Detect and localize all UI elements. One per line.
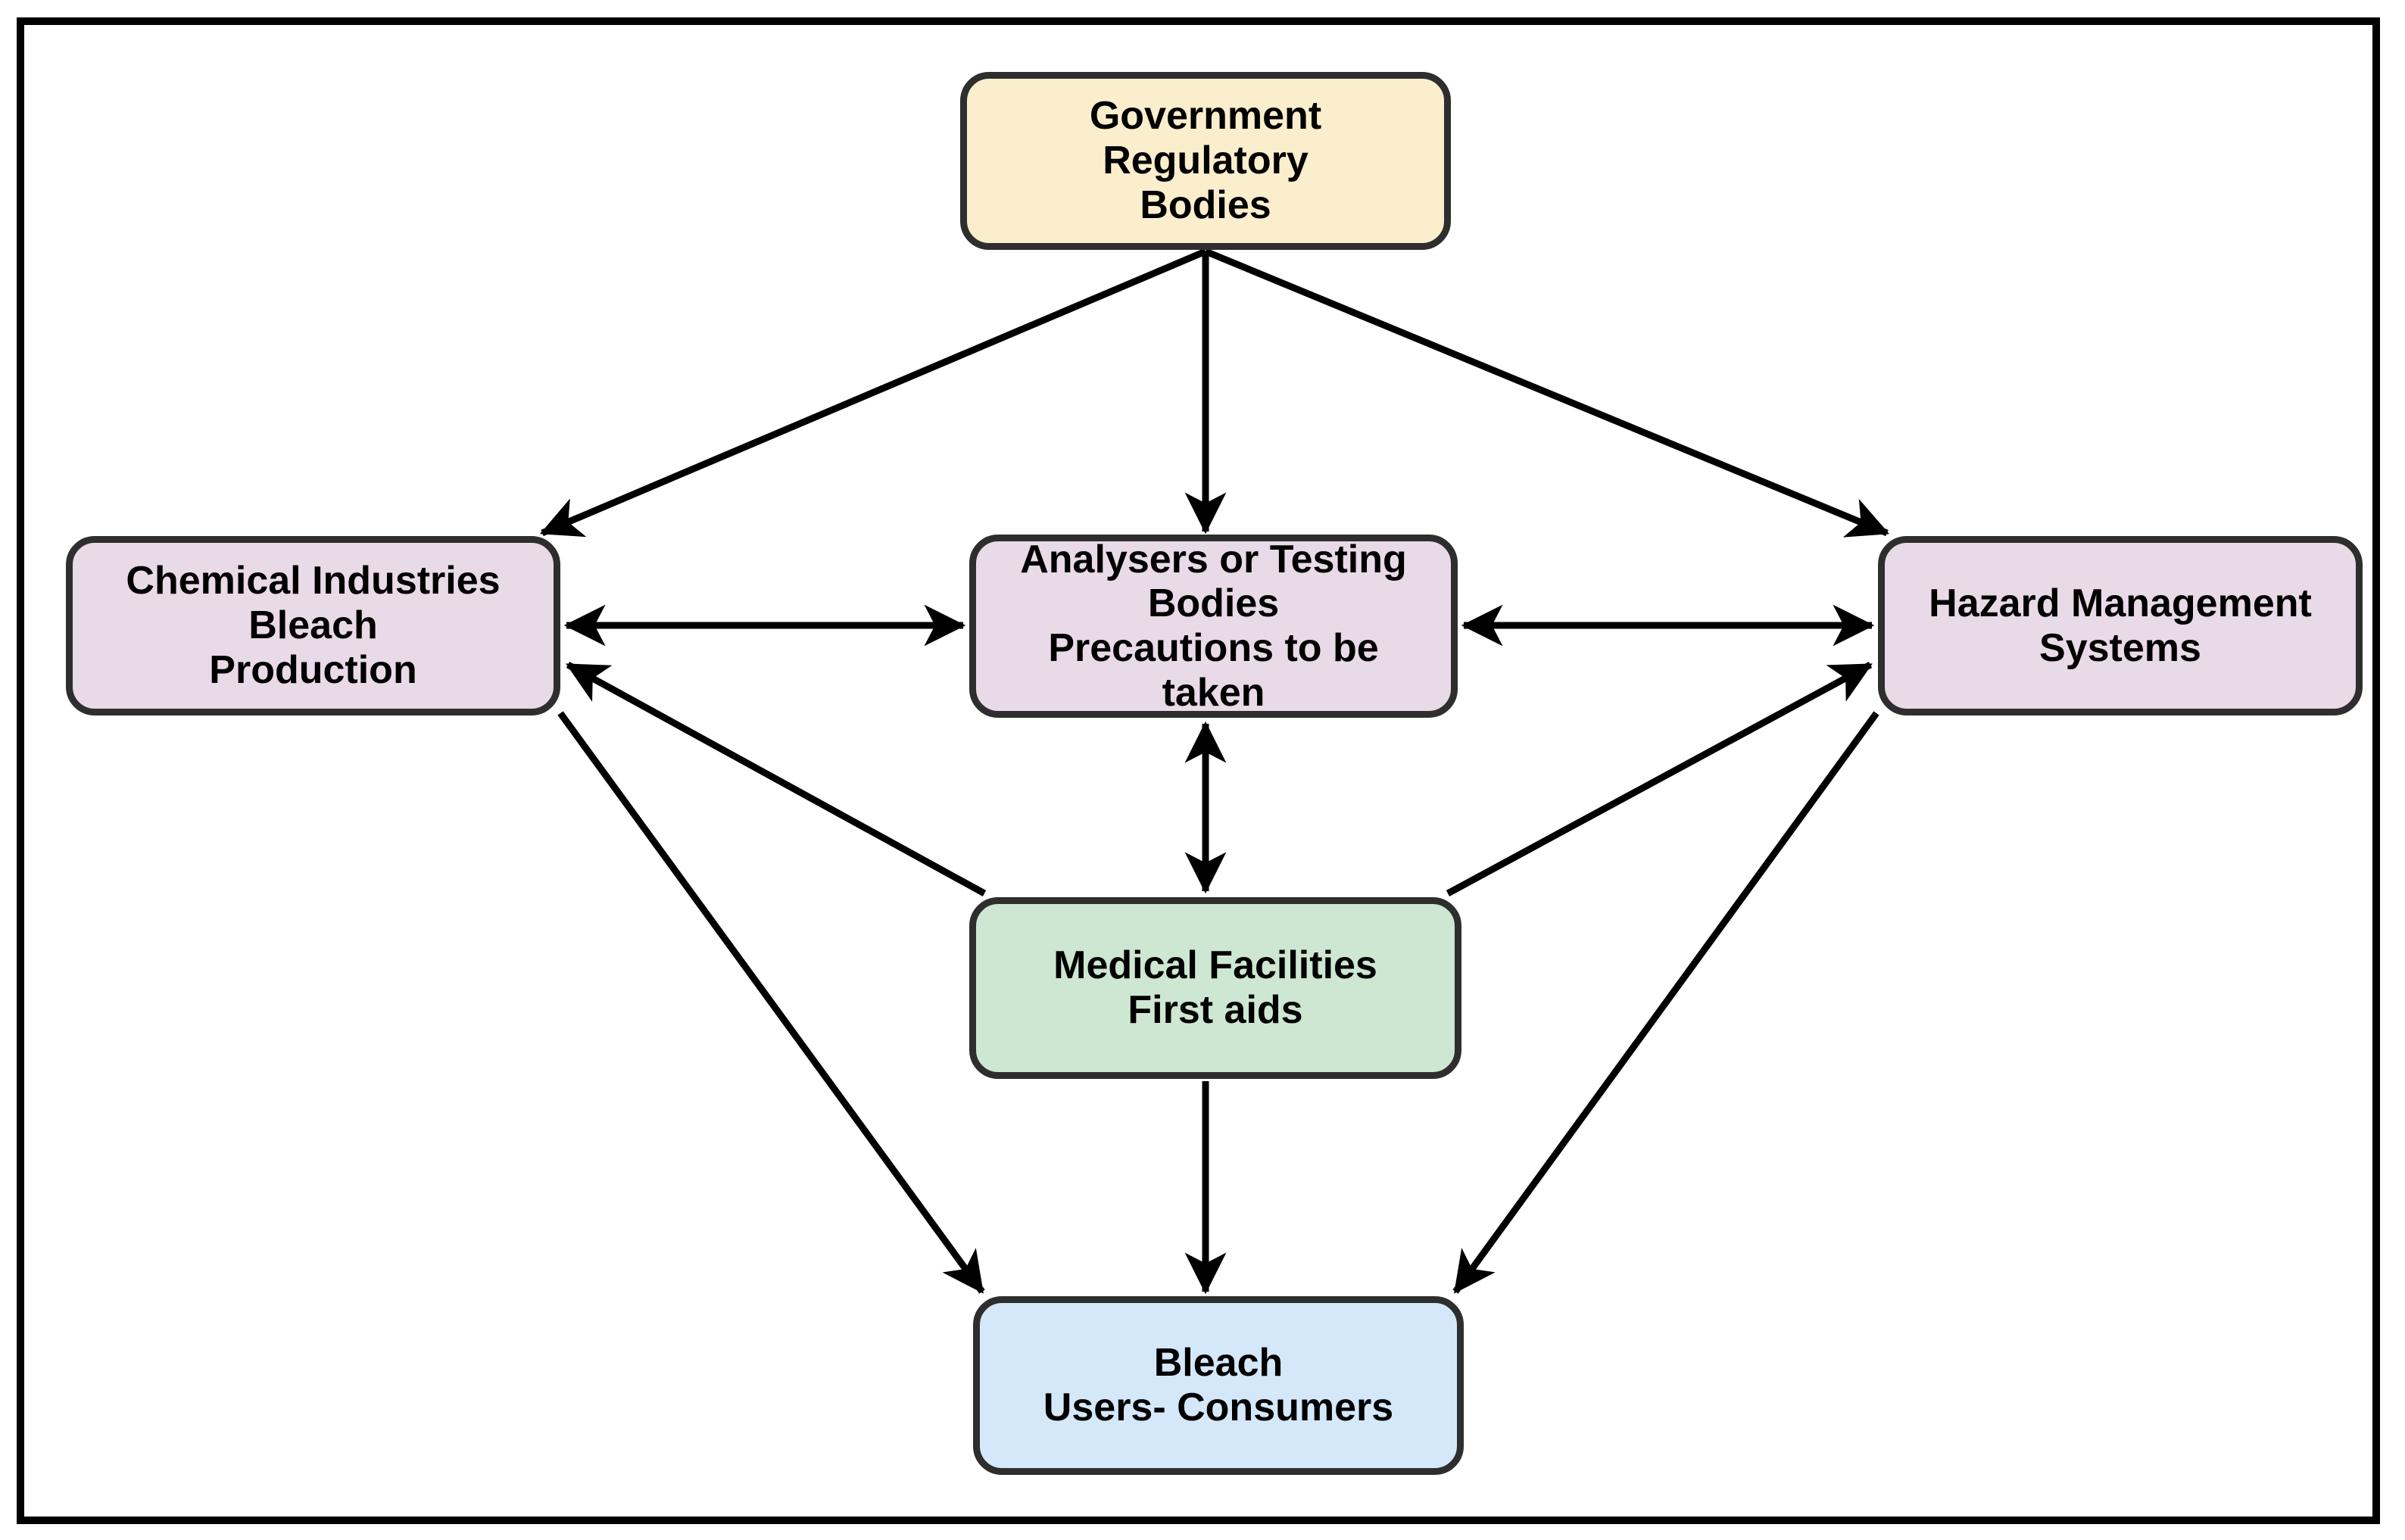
node-government-regulatory-bodies: Government Regulatory Bodies xyxy=(960,72,1451,250)
node-label: Bleach Users- Consumers xyxy=(1043,1341,1394,1429)
node-label: Medical Facilities First aids xyxy=(1053,943,1377,1032)
node-label: Government Regulatory Bodies xyxy=(1089,94,1322,227)
node-label: Hazard Management Systems xyxy=(1929,581,2312,670)
node-analysers-testing-bodies: Analysers or Testing Bodies Precautions … xyxy=(969,535,1458,718)
node-hazard-management-systems: Hazard Management Systems xyxy=(1878,536,2363,715)
node-chemical-industries-bleach-production: Chemical Industries Bleach Production xyxy=(66,536,560,715)
diagram-outer-frame xyxy=(17,17,2380,1524)
node-bleach-users-consumers: Bleach Users- Consumers xyxy=(973,1296,1464,1475)
node-medical-facilities-first-aids: Medical Facilities First aids xyxy=(969,897,1461,1079)
node-label: Chemical Industries Bleach Production xyxy=(126,559,501,692)
node-label: Analysers or Testing Bodies Precautions … xyxy=(1020,537,1407,715)
